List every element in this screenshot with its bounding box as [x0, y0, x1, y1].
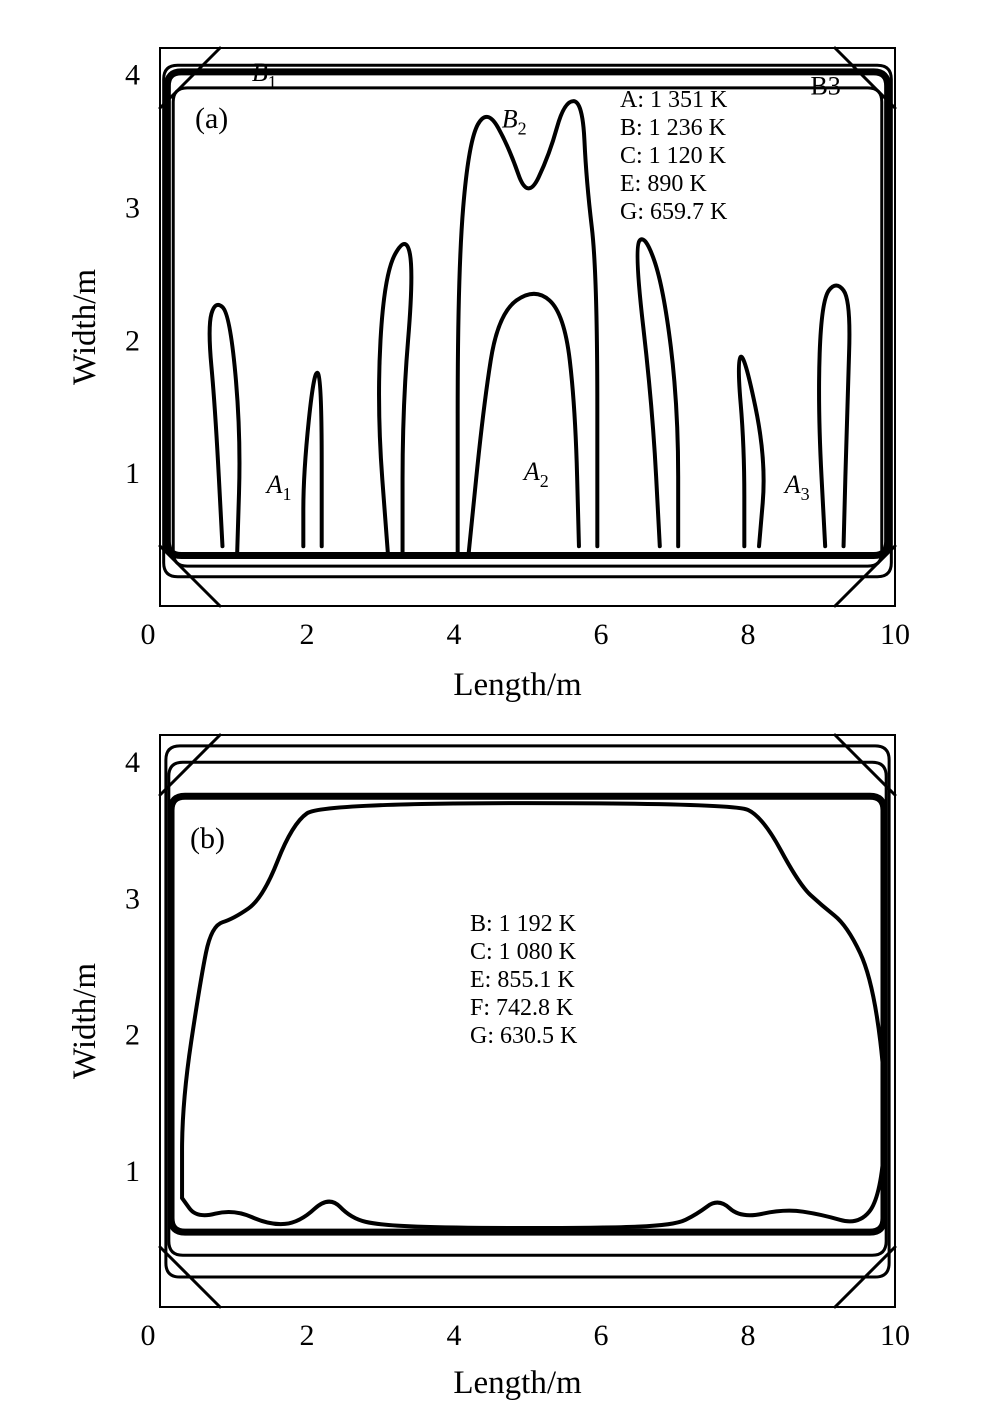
- legend-entry: C: 1 120 K: [620, 143, 727, 169]
- corner-isotherm: [833, 544, 897, 608]
- x-tick-label: 8: [741, 618, 756, 651]
- region-subscript: 3: [801, 484, 810, 504]
- isotherm-A: [736, 354, 766, 549]
- legend-entry: C: 1 080 K: [470, 939, 577, 965]
- y-tick-label: 4: [125, 59, 140, 92]
- legend-entry: E: 855.1 K: [470, 967, 575, 993]
- plot-frame: [159, 47, 896, 607]
- region-subscript: 1: [268, 72, 277, 92]
- region-subscript: 1: [282, 484, 291, 504]
- x-tick-label: 8: [741, 1319, 756, 1352]
- isotherm-A: [635, 237, 681, 549]
- corner-isotherm: [158, 544, 222, 608]
- region-label: A3: [783, 470, 810, 504]
- x-tick-label: 4: [447, 1319, 462, 1352]
- x-axis-label: Length/m: [453, 1365, 582, 1401]
- x-tick-label: 4: [447, 618, 462, 651]
- legend-entry: A: 1 351 K: [620, 87, 728, 113]
- wall-isotherm: [162, 63, 893, 579]
- wall-isotherm: [163, 68, 892, 560]
- y-tick-label: 2: [125, 1019, 140, 1052]
- isotherm-A: [466, 291, 581, 555]
- isotherm-A: [817, 283, 852, 549]
- region-label: B2: [502, 105, 527, 139]
- legend-entry: B: 1 192 K: [470, 911, 577, 937]
- wall-isotherm: [167, 760, 888, 1257]
- x-tick-label: 10: [880, 618, 910, 651]
- corner-isotherm: [833, 733, 897, 797]
- corner-isotherm: [158, 1245, 222, 1309]
- region-subscript: 2: [540, 471, 549, 491]
- region-letter: B: [502, 105, 518, 134]
- region-label: A2: [522, 457, 549, 491]
- corner-isotherm: [833, 46, 897, 110]
- corner-isotherm: [833, 1245, 897, 1309]
- isotherm-B: [455, 99, 600, 555]
- y-tick-label: 4: [125, 746, 140, 779]
- region-letter: A: [265, 470, 283, 499]
- legend-entry: B: 1 236 K: [620, 115, 727, 141]
- region-label: B1: [252, 58, 277, 92]
- wall-isotherm: [167, 792, 888, 1236]
- legend-entry: G: 659.7 K: [620, 199, 728, 225]
- legend-entry: F: 742.8 K: [470, 995, 574, 1021]
- region-letter: A: [522, 457, 540, 486]
- panel-label: (a): [195, 102, 228, 135]
- x-tick-label: 2: [300, 1319, 315, 1352]
- x-tick-label: 6: [594, 618, 609, 651]
- y-axis-label: Width/m: [67, 269, 103, 385]
- y-tick-label: 3: [125, 191, 140, 224]
- plot-frame: [159, 734, 896, 1308]
- region-label: B3: [810, 72, 840, 101]
- corner-isotherm: [158, 46, 222, 110]
- legend-entry: G: 630.5 K: [470, 1023, 578, 1049]
- region-label: A1: [265, 470, 292, 504]
- region-subscript: 2: [518, 119, 527, 139]
- corner-isotherm: [158, 733, 222, 797]
- x-axis-label: Length/m: [453, 667, 582, 703]
- x-tick-label: 0: [141, 1319, 156, 1352]
- y-tick-label: 1: [125, 457, 140, 490]
- y-tick-label: 3: [125, 882, 140, 915]
- x-tick-label: 0: [141, 618, 156, 651]
- x-tick-label: 6: [594, 1319, 609, 1352]
- y-tick-label: 2: [125, 324, 140, 357]
- x-tick-label: 10: [880, 1319, 910, 1352]
- region-letter: A: [783, 470, 801, 499]
- legend-entry: E: 890 K: [620, 171, 707, 197]
- y-tick-label: 1: [125, 1155, 140, 1188]
- isotherm-A: [207, 302, 242, 555]
- wall-isotherm: [164, 744, 891, 1279]
- region-letter: B: [252, 58, 268, 87]
- isotherm-A: [301, 370, 324, 549]
- panel-label: (b): [190, 822, 225, 855]
- isotherm-A: [377, 241, 414, 555]
- isotherm-B: [180, 801, 888, 1231]
- y-axis-label: Width/m: [67, 963, 103, 1079]
- x-tick-label: 2: [300, 618, 315, 651]
